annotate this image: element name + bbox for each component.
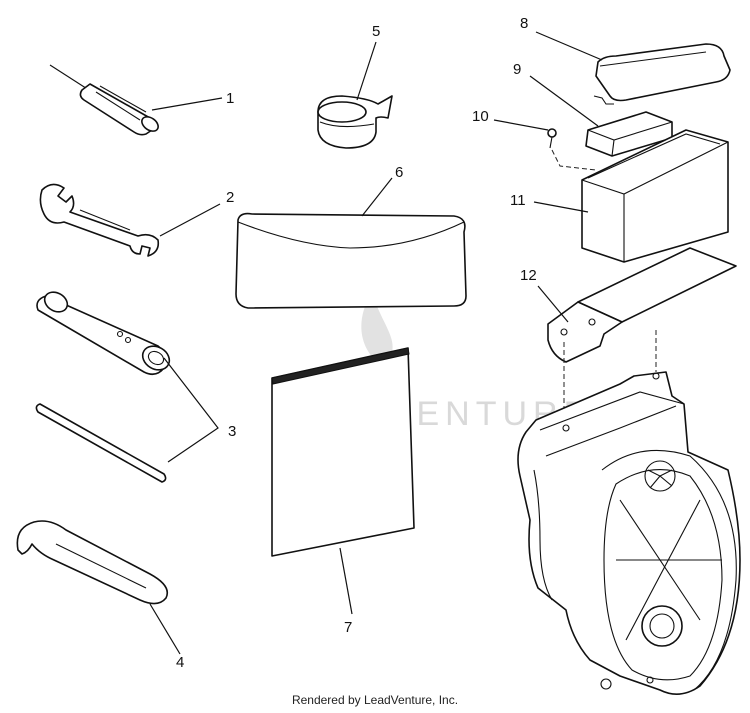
callout-10: 10 [472, 108, 489, 125]
callout-9: 9 [513, 61, 521, 78]
callout-11: 11 [510, 192, 526, 209]
part-wrench [39, 183, 160, 257]
callout-2: 2 [226, 189, 234, 206]
part-chaincase-housing [517, 371, 741, 695]
part-owners-manual [271, 347, 415, 557]
part-screw [547, 128, 597, 171]
callout-1: 1 [226, 90, 234, 107]
part-bracket [547, 247, 737, 420]
callout-6: 6 [395, 164, 403, 181]
callout-8: 8 [520, 15, 528, 32]
footer-credit: Rendered by LeadVenture, Inc. [291, 693, 459, 707]
callout-3: 3 [228, 423, 236, 440]
part-screwdriver [49, 64, 159, 136]
callout-labels: 1 2 3 4 5 6 7 8 9 10 11 12 [176, 15, 537, 671]
callout-7: 7 [344, 619, 352, 636]
callout-12: 12 [520, 267, 537, 284]
callout-5: 5 [372, 23, 380, 40]
part-tool-pouch [235, 212, 467, 309]
part-hook-spanner [16, 520, 169, 605]
leader-lines [149, 31, 603, 655]
callout-4: 4 [176, 654, 184, 671]
part-strap-roll [317, 95, 393, 149]
part-tool-box [581, 129, 729, 263]
part-socket-wrench [35, 291, 171, 483]
part-box-lid [593, 43, 731, 105]
